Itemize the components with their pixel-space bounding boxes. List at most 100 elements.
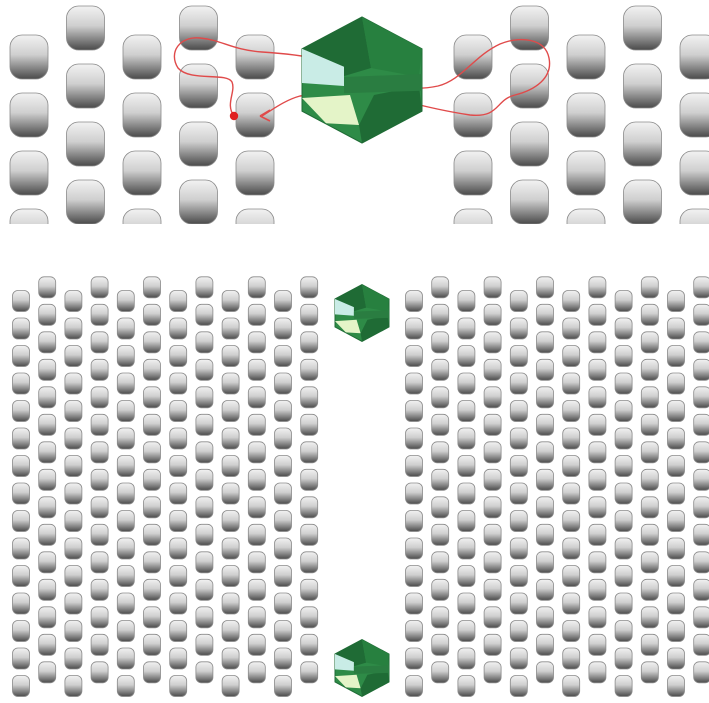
seed-bead [10, 209, 48, 253]
seed-bead [458, 538, 475, 559]
seed-bead [537, 304, 554, 325]
seed-bead [144, 607, 161, 628]
seed-bead [275, 318, 292, 339]
seed-bead [589, 304, 606, 325]
seed-bead [668, 511, 685, 532]
seed-bead [615, 648, 632, 669]
seed-bead [65, 346, 82, 367]
seed-bead [668, 593, 685, 614]
seed-bead [39, 469, 56, 490]
seed-bead [248, 662, 265, 683]
seed-bead [668, 373, 685, 394]
seed-bead [484, 304, 501, 325]
seed-bead [144, 552, 161, 573]
seed-bead [248, 469, 265, 490]
full-pattern-panel [13, 277, 709, 697]
seed-bead [170, 648, 187, 669]
seed-bead [484, 524, 501, 545]
seed-bead [301, 469, 318, 490]
seed-bead [432, 662, 449, 683]
seed-bead [510, 566, 527, 587]
seed-bead [537, 552, 554, 573]
seed-bead [117, 593, 134, 614]
seed-bead [615, 483, 632, 504]
seed-bead [13, 401, 30, 422]
seed-bead [222, 291, 239, 312]
seed-bead [67, 64, 105, 108]
seed-bead [668, 401, 685, 422]
seed-bead [39, 607, 56, 628]
seed-bead [170, 373, 187, 394]
seed-bead [248, 497, 265, 518]
seed-bead [458, 566, 475, 587]
seed-bead [668, 621, 685, 642]
seed-bead [117, 291, 134, 312]
seed-bead [458, 648, 475, 669]
seed-bead [275, 483, 292, 504]
seed-bead [170, 401, 187, 422]
seed-bead [510, 318, 527, 339]
seed-bead [13, 593, 30, 614]
seed-bead [589, 277, 606, 298]
seed-bead [170, 456, 187, 477]
seed-bead [510, 511, 527, 532]
seed-bead [248, 524, 265, 545]
seed-bead [248, 607, 265, 628]
seed-bead [458, 676, 475, 697]
seed-bead [196, 469, 213, 490]
seed-bead [144, 662, 161, 683]
seed-bead [510, 483, 527, 504]
seed-bead [484, 442, 501, 463]
seed-bead [680, 209, 709, 253]
seed-bead [222, 621, 239, 642]
seed-bead [680, 93, 709, 137]
seed-bead [589, 607, 606, 628]
seed-bead [123, 93, 161, 137]
bicone-crystal [302, 17, 422, 143]
seed-bead [624, 6, 662, 50]
seed-bead [432, 524, 449, 545]
seed-bead [13, 621, 30, 642]
seed-bead [432, 552, 449, 573]
seed-bead [248, 304, 265, 325]
seed-bead [589, 662, 606, 683]
seed-bead [458, 593, 475, 614]
seed-bead [301, 387, 318, 408]
seed-bead [694, 579, 709, 600]
seed-bead [641, 332, 658, 353]
seed-bead [458, 621, 475, 642]
seed-bead [236, 151, 274, 195]
seed-bead [13, 373, 30, 394]
seed-bead [458, 511, 475, 532]
seed-bead [117, 621, 134, 642]
seed-bead [91, 277, 108, 298]
bicone-crystal-bottom [335, 640, 389, 697]
seed-bead [458, 318, 475, 339]
seed-bead [668, 456, 685, 477]
seed-bead [248, 442, 265, 463]
bead-grid-left [10, 6, 274, 253]
seed-bead [432, 579, 449, 600]
seed-bead [144, 304, 161, 325]
seed-bead [123, 35, 161, 79]
seed-bead [563, 593, 580, 614]
seed-bead [13, 648, 30, 669]
seed-bead [484, 277, 501, 298]
seed-bead [510, 538, 527, 559]
seed-bead [275, 648, 292, 669]
seed-bead [458, 456, 475, 477]
seed-bead [236, 209, 274, 253]
seed-bead [117, 401, 134, 422]
seed-bead [624, 122, 662, 166]
seed-bead [484, 469, 501, 490]
seed-bead [39, 442, 56, 463]
seed-bead [301, 552, 318, 573]
seed-bead [537, 579, 554, 600]
seed-bead [196, 359, 213, 380]
seed-bead [510, 291, 527, 312]
seed-bead [39, 497, 56, 518]
seed-bead [563, 318, 580, 339]
seed-bead [65, 456, 82, 477]
seed-bead [117, 648, 134, 669]
